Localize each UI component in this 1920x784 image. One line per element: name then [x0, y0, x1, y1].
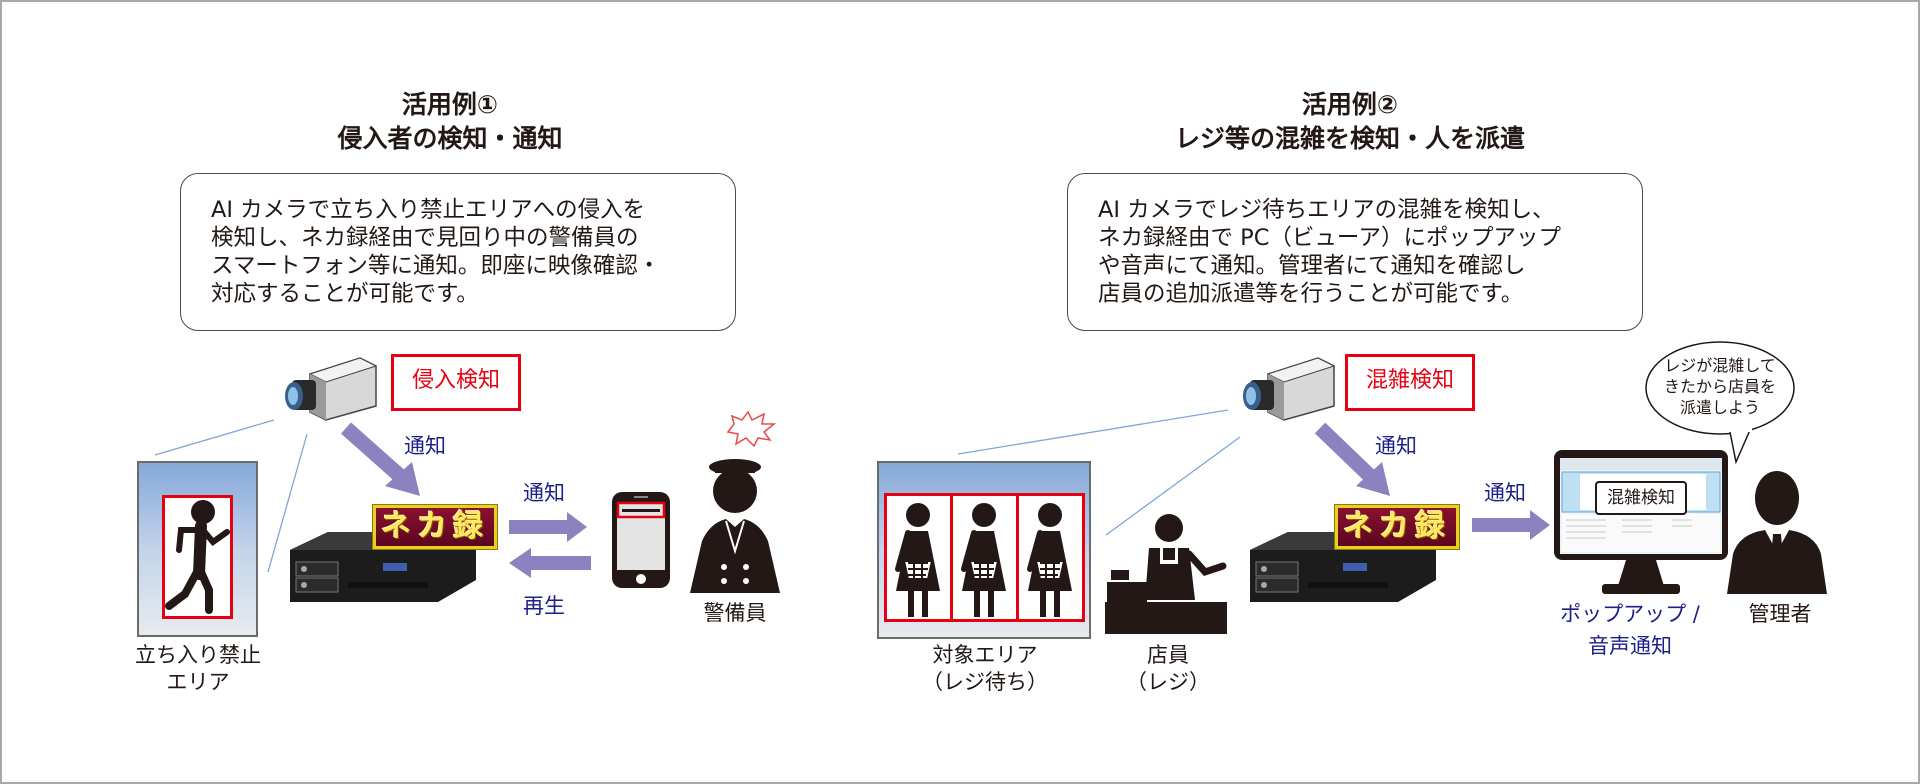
camera-icon [285, 357, 378, 421]
restricted-area-label: 立ち入り禁止 エリア [135, 643, 261, 694]
shopper-icon [962, 503, 1006, 617]
case2-title: 活用例② レジ等の混雑を検知・人を派遣 [1050, 88, 1650, 156]
case1-detect-badge: 侵入検知 [391, 354, 521, 411]
arrow-right-notify [509, 512, 587, 542]
smartphone-icon [612, 492, 670, 588]
shopper-icon [1028, 503, 1072, 617]
case1-notify-label-1: 通知 [404, 434, 446, 458]
case1-playback-label: 再生 [523, 594, 565, 618]
case2-arrow-recorder-to-pc [1472, 510, 1550, 540]
queue-area [877, 461, 1091, 639]
shopper-icon [895, 503, 940, 617]
running-person-icon [165, 500, 230, 614]
case1-nekaroku-logo: ネカ録 [372, 504, 498, 550]
speech-bubble-icon [1645, 341, 1795, 465]
manager-label: 管理者 [1748, 602, 1812, 626]
popup-notify-label: ポップアップ / 音声通知 [1560, 602, 1700, 658]
case2-notify-label-2: 通知 [1484, 481, 1526, 505]
case1-title: 活用例① 侵入者の検知・通知 [150, 88, 750, 156]
shoppers-group [895, 493, 1088, 622]
security-guard-icon [690, 459, 780, 593]
case2-detect-badge: 混雑検知 [1345, 354, 1475, 411]
case1-title-line2: 侵入者の検知・通知 [337, 124, 563, 153]
case2-title-line1: 活用例② [1301, 90, 1399, 119]
case2-notify-label-1: 通知 [1375, 434, 1417, 458]
case2-arrow-camera-to-recorder [1314, 422, 1390, 496]
case1-description: AI カメラで立ち入り禁止エリアへの侵入を 検知し、ネカ録経由で見回り中の警備員… [180, 173, 736, 331]
case2-description: AI カメラでレジ待ちエリアの混雑を検知し、 ネカ録経由で PC（ビューア）にポ… [1067, 173, 1643, 331]
monitor-icon [1554, 450, 1728, 594]
case2-title-line2: レジ等の混雑を検知・人を派遣 [1174, 124, 1525, 153]
cashier-icon [1105, 514, 1227, 634]
alert-burst-icon [726, 410, 777, 448]
case1-arrows-recorder-phone [509, 512, 591, 578]
arrow-left-playback [509, 548, 591, 578]
speech-bubble-text: レジが混雑して きたから店員を 派遣しよう [1663, 356, 1776, 417]
queue-area-label: 対象エリア （レジ待ち） [922, 643, 1048, 694]
camera-icon [1243, 357, 1336, 421]
case1-title-line1: 活用例① [401, 90, 499, 119]
guard-label: 警備員 [703, 601, 767, 625]
case1-arrow-camera-to-recorder [341, 422, 420, 496]
manager-icon [1727, 471, 1827, 594]
popup-screen-label: 混雑検知 [1595, 481, 1687, 515]
case2-nekaroku-logo: ネカ録 [1334, 504, 1460, 550]
restricted-area [137, 461, 258, 637]
case1-notify-label-2: 通知 [523, 481, 565, 505]
detection-box [162, 495, 233, 619]
clerk-label: 店員 （レジ） [1126, 643, 1210, 694]
